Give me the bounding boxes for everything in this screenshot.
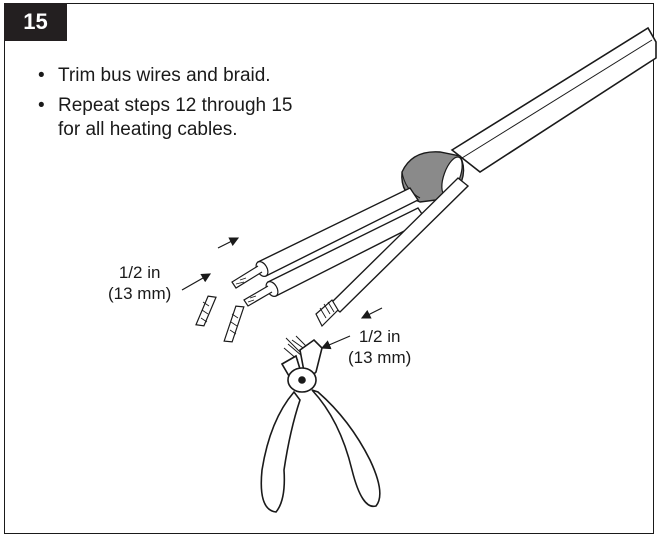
instruction-list: • Trim bus wires and braid. • Repeat ste… xyxy=(38,64,293,148)
trimmed-wire-pieces xyxy=(195,295,245,343)
step-number: 15 xyxy=(23,9,48,34)
dimension-value: 1/2 in xyxy=(358,327,401,346)
instruction-item: • Repeat steps 12 through 15 for all hea… xyxy=(38,94,293,142)
heating-cable-jacket xyxy=(450,26,657,173)
bus-wire-upper xyxy=(231,187,420,289)
braid-wire xyxy=(315,177,470,328)
dimension-value: 1/2 in xyxy=(118,263,161,282)
dimension-arrows-bus-wire xyxy=(181,237,240,291)
dimension-arrows-braid xyxy=(320,307,383,350)
bullet-icon: • xyxy=(38,65,45,86)
braid-dimension-label: 1/2 in (13 mm) xyxy=(348,326,411,368)
side-cutter-pliers-icon xyxy=(260,338,381,513)
dimension-metric: (13 mm) xyxy=(348,348,412,367)
instruction-line: Repeat steps 12 through 15 xyxy=(58,95,293,116)
bullet-icon: • xyxy=(38,95,45,116)
instruction-item: • Trim bus wires and braid. xyxy=(38,64,293,88)
instruction-line: for all heating cables. xyxy=(58,119,238,140)
trimmed-braid-strands xyxy=(283,335,307,361)
dimension-metric: (13 mm) xyxy=(108,284,172,303)
step-number-badge: 15 xyxy=(4,3,67,41)
instruction-line: Trim bus wires and braid. xyxy=(58,65,271,86)
bus-wire-dimension-label: 1/2 in (13 mm) xyxy=(108,262,171,304)
